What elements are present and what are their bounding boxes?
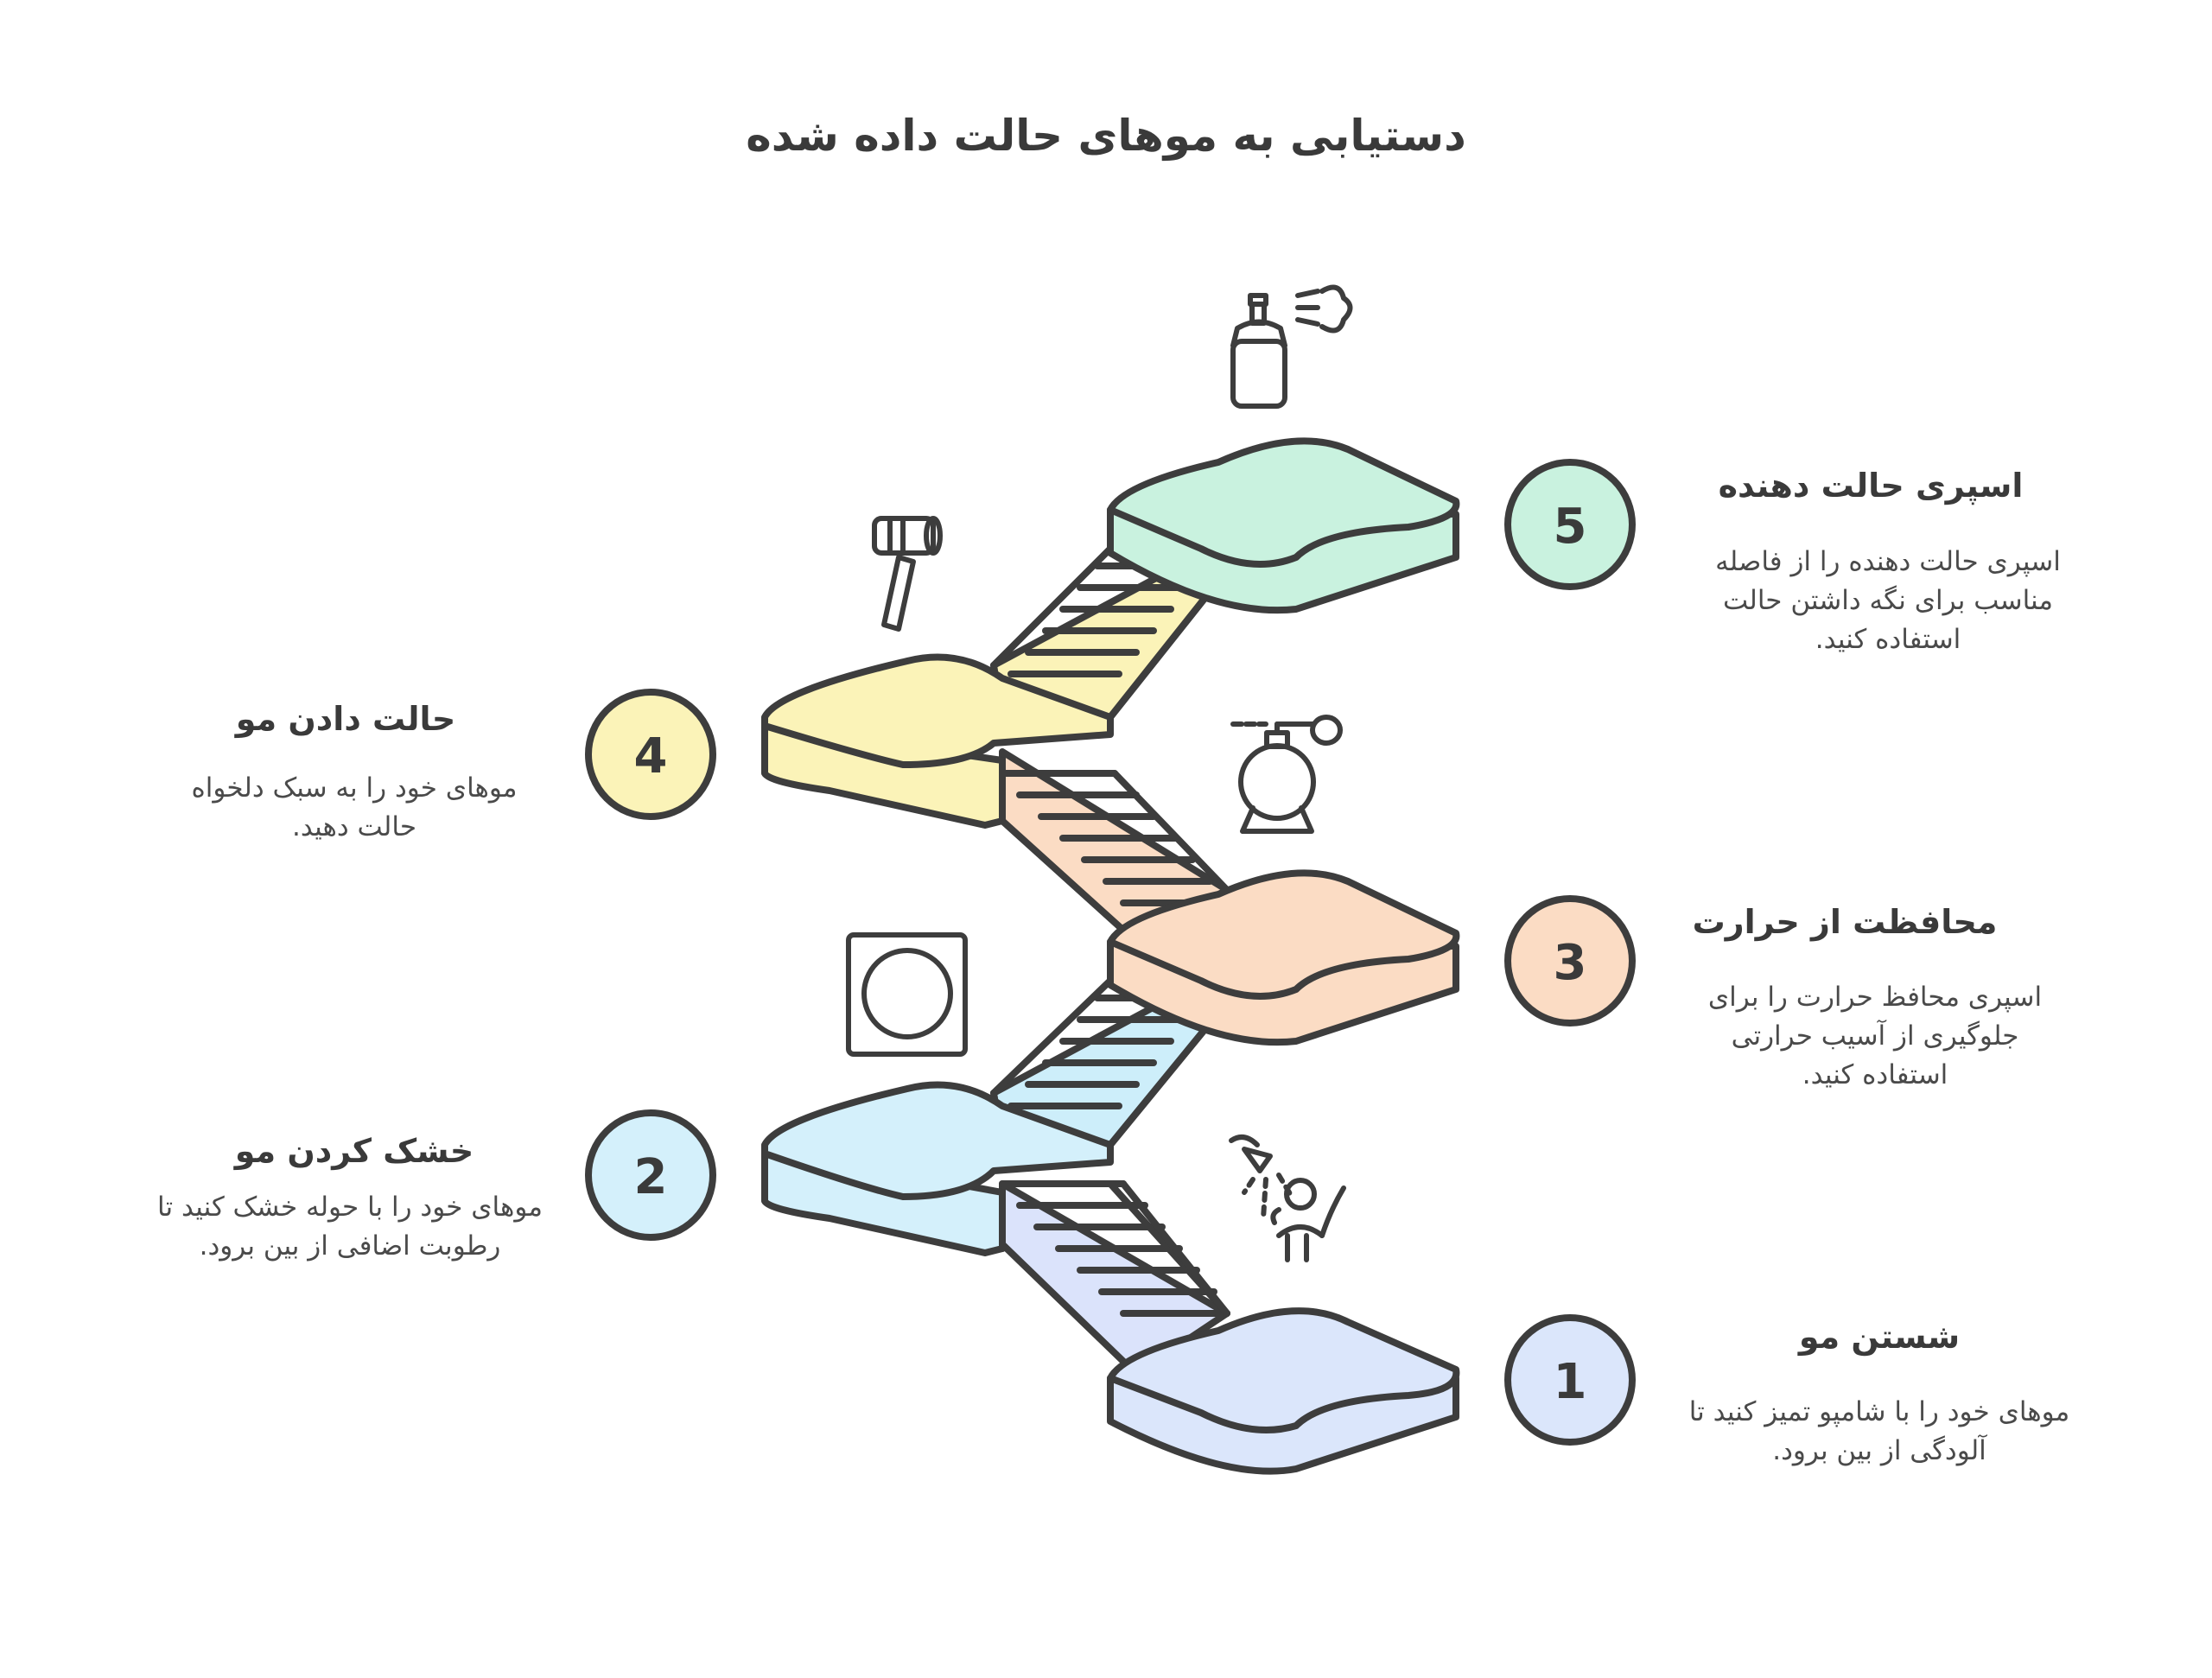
step-number-circle-4 — [585, 689, 716, 820]
step-1-title: شستن مو — [1798, 1318, 1961, 1356]
step-number-circle-5 — [1504, 459, 1636, 590]
step-number-1: 1 — [1554, 1354, 1587, 1410]
step-4-description: موهای خود را به سبک دلخواه حالت دهید. — [191, 772, 518, 842]
hair-dryer-icon — [872, 516, 943, 632]
step-3-title: محافظت از حرارت — [1692, 903, 1998, 941]
platform-3 — [1107, 869, 1460, 1046]
step-2-title: خشک کردن مو — [234, 1132, 474, 1170]
step-5-title: اسپری حالت دهنده — [1718, 467, 2024, 505]
platform-1 — [1107, 1307, 1460, 1475]
platform-5 — [1107, 437, 1460, 614]
diagram-title: دستیابی به موهای حالت داده شده — [746, 111, 1466, 161]
step-number-4: 4 — [634, 728, 668, 785]
step-4-title: حالت دادن مو — [235, 700, 456, 738]
step-number-circle-2 — [585, 1109, 716, 1241]
platform-2 — [761, 1081, 1114, 1256]
spray-can-icon — [1230, 284, 1353, 409]
step-1-description: موهای خود را با شامپو تمیز کنید تا آلودگ… — [1688, 1396, 2070, 1466]
step-number-3: 3 — [1554, 935, 1587, 991]
step-2-description: موهای خود را با حوله خشک کنید تا رطوبت ا… — [157, 1192, 543, 1262]
platform-4 — [761, 653, 1114, 829]
step-number-circle-3 — [1504, 895, 1636, 1027]
step-5-description: اسپری حالت دهنده را از فاصله مناسب برای … — [1715, 546, 2061, 655]
step-3-description: اسپری محافظ حرارت را برای جلوگیری از آسی… — [1707, 982, 2043, 1090]
perfume-bottle-icon — [1230, 715, 1343, 834]
step-number-2: 2 — [634, 1149, 668, 1205]
step-number-5: 5 — [1554, 499, 1587, 555]
shower-icon — [1229, 1135, 1346, 1262]
towel-icon — [846, 932, 968, 1057]
step-number-circle-1 — [1504, 1314, 1636, 1446]
